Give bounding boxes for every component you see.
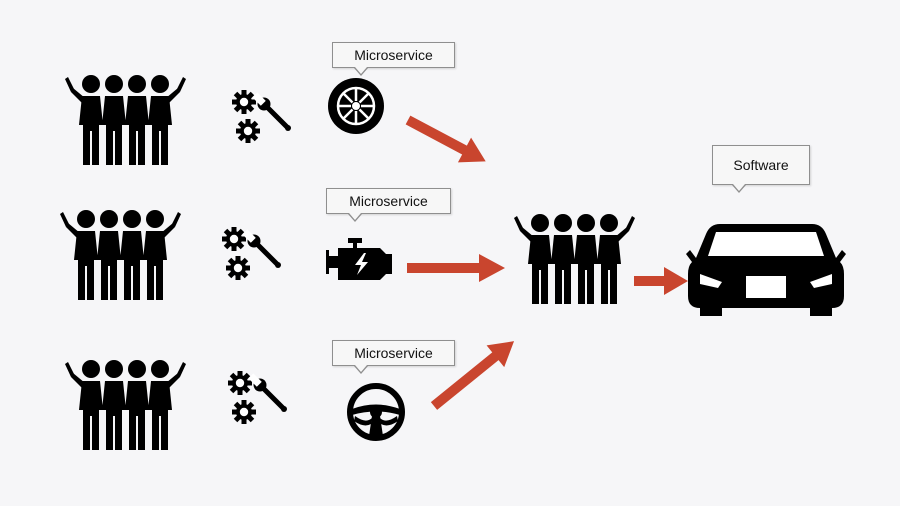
microservice-label-2: Microservice — [326, 188, 451, 214]
team-2 — [60, 210, 181, 300]
microservice-label-3: Microservice — [332, 340, 455, 366]
steering-wheel-icon — [347, 383, 405, 441]
software-callout: Software — [712, 145, 810, 193]
arrow-engine-to-team — [407, 254, 505, 282]
microservice-callout-1: Microservice — [332, 42, 455, 76]
gears-wrench-icon — [222, 227, 281, 280]
gears-wrench-icon — [228, 371, 287, 424]
software-label: Software — [712, 145, 810, 185]
gears-wrench-icon — [232, 90, 291, 143]
integration-team — [514, 214, 635, 304]
microservice-callout-2: Microservice — [326, 188, 451, 222]
team-3 — [65, 360, 186, 450]
arrow-steering-to-team — [430, 341, 515, 410]
arrow-team-to-car — [634, 267, 688, 295]
team-1 — [65, 75, 186, 165]
microservice-label-1: Microservice — [332, 42, 455, 68]
tire-icon — [328, 78, 384, 134]
arrows — [405, 115, 688, 410]
microservice-callout-3: Microservice — [332, 340, 455, 374]
engine-icon — [326, 238, 392, 280]
arrow-tire-to-team — [405, 115, 486, 163]
car-icon — [686, 224, 846, 316]
